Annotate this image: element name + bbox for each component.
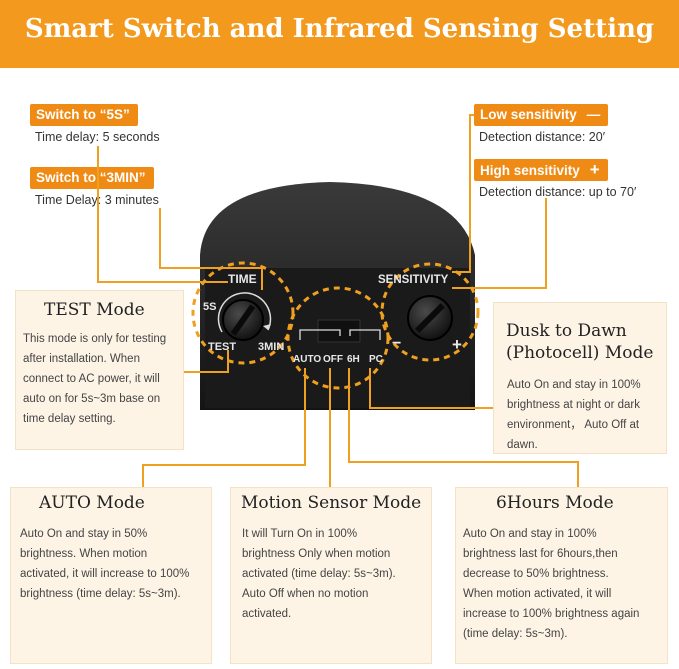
switch-3min-desc: Time Delay: 3 minutes (35, 193, 159, 207)
header-banner: Smart Switch and Infrared Sensing Settin… (0, 0, 679, 68)
connector-6h (348, 368, 579, 487)
connector-3min (159, 208, 263, 290)
knob-test-label: TEST (208, 341, 236, 353)
plus-icon: + (589, 160, 600, 179)
sensitivity-highlight-ring (380, 262, 480, 362)
text-line: activated, it will increase to 100% (20, 568, 190, 580)
mode-highlight-ring (286, 286, 390, 390)
text-line: time delay setting. (23, 413, 116, 425)
text-line: Auto On and stay in 100% (463, 528, 597, 540)
mode-switch (317, 319, 361, 343)
text-line: dawn. (507, 439, 538, 451)
motion-sensor-mode-text: It will Turn On in 100% brightness Only … (242, 524, 396, 624)
motion-sensor-mode-title: Motion Sensor Mode (241, 493, 422, 513)
test-mode-title: TEST Mode (44, 300, 145, 320)
six-hours-mode-title: 6Hours Mode (496, 493, 614, 513)
knob-5s-label: 5S (203, 301, 216, 313)
text-line: brightness. When motion (20, 548, 148, 560)
text-line: activated. (242, 608, 292, 620)
text-line: Auto On and stay in 100% (507, 379, 641, 391)
auto-mode-card: AUTO Mode Auto On and stay in 50% bright… (10, 487, 212, 664)
switch-5s-tag: Switch to “5S” (30, 104, 138, 126)
text-line: When motion activated, it will (463, 588, 612, 600)
page-title: Smart Switch and Infrared Sensing Settin… (24, 14, 655, 44)
sensitivity-label: SENSITIVITY (378, 274, 449, 286)
low-sensitivity-label: Low sensitivity (480, 107, 577, 122)
dusk-to-dawn-card: Dusk to Dawn (Photocell) Mode Auto On an… (493, 302, 667, 454)
time-highlight-ring (191, 261, 295, 365)
connector-test (183, 350, 229, 373)
sensitivity-minus-label: − (392, 335, 401, 352)
text-line: This mode is only for testing (23, 333, 167, 345)
connector-auto (142, 368, 306, 487)
text-line: brightness at night or dark (507, 399, 640, 411)
high-sensitivity-label: High sensitivity (480, 163, 580, 178)
auto-mode-text: Auto On and stay in 50% brightness. When… (20, 524, 189, 604)
text-line: Auto Off when no motion (242, 588, 369, 600)
test-mode-card: TEST Mode This mode is only for testing … (15, 290, 184, 450)
text-line: brightness last for 6hours,then (463, 548, 618, 560)
text-line: auto on for 5s~3m base on (23, 393, 161, 405)
connector-pc (369, 368, 493, 409)
text-line: (time delay: 5s~3m). (463, 628, 568, 640)
mode-auto-label: AUTO (293, 354, 321, 365)
text-line: after installation. When (23, 353, 140, 365)
mode-pc-label: PC (369, 354, 383, 365)
text-line: connect to AC power, it will (23, 373, 160, 385)
minus-icon: — (586, 107, 601, 122)
text-line: increase to 100% brightness again (463, 608, 640, 620)
text-line: Auto On and stay in 50% (20, 528, 148, 540)
text-line: brightness Only when motion (242, 548, 391, 560)
mode-off-label: OFF (323, 354, 343, 365)
dusk-to-dawn-title: Dusk to Dawn (506, 321, 627, 341)
sensitivity-plus-label: + (452, 335, 462, 354)
low-sensitivity-tag: Low sensitivity — (474, 104, 609, 126)
dusk-to-dawn-text: Auto On and stay in 100% brightness at n… (507, 375, 641, 455)
six-hours-mode-card: 6Hours Mode Auto On and stay in 100% bri… (455, 487, 668, 664)
auto-mode-title: AUTO Mode (39, 493, 145, 513)
mode-6h-label: 6H (347, 354, 360, 365)
knob-3min-label: 3MIN (258, 341, 284, 353)
connector-5s (97, 146, 228, 283)
switch-5s-desc: Time delay: 5 seconds (35, 130, 160, 144)
text-line: It will Turn On in 100% (242, 528, 358, 540)
photocell-mode-title: (Photocell) Mode (506, 343, 654, 363)
connector-low-sens (452, 114, 474, 273)
motion-sensor-mode-card: Motion Sensor Mode It will Turn On in 10… (230, 487, 432, 664)
text-line: environment， Auto Off at (507, 419, 640, 431)
low-sensitivity-desc: Detection distance: 20′ (479, 130, 606, 144)
high-sensitivity-desc: Detection distance: up to 70′ (479, 185, 637, 199)
switch-3min-tag: Switch to “3MIN” (30, 167, 154, 189)
test-mode-text: This mode is only for testing after inst… (23, 329, 166, 429)
text-line: brightness (time delay: 5s~3m). (20, 588, 181, 600)
text-line: activated (time delay: 5s~3m). (242, 568, 396, 580)
time-label: TIME (228, 272, 257, 286)
text-line: decrease to 50% brightness. (463, 568, 609, 580)
six-hours-mode-text: Auto On and stay in 100% brightness last… (463, 524, 639, 644)
connector-high-sens (452, 198, 547, 289)
high-sensitivity-tag: High sensitivity + (474, 159, 608, 181)
